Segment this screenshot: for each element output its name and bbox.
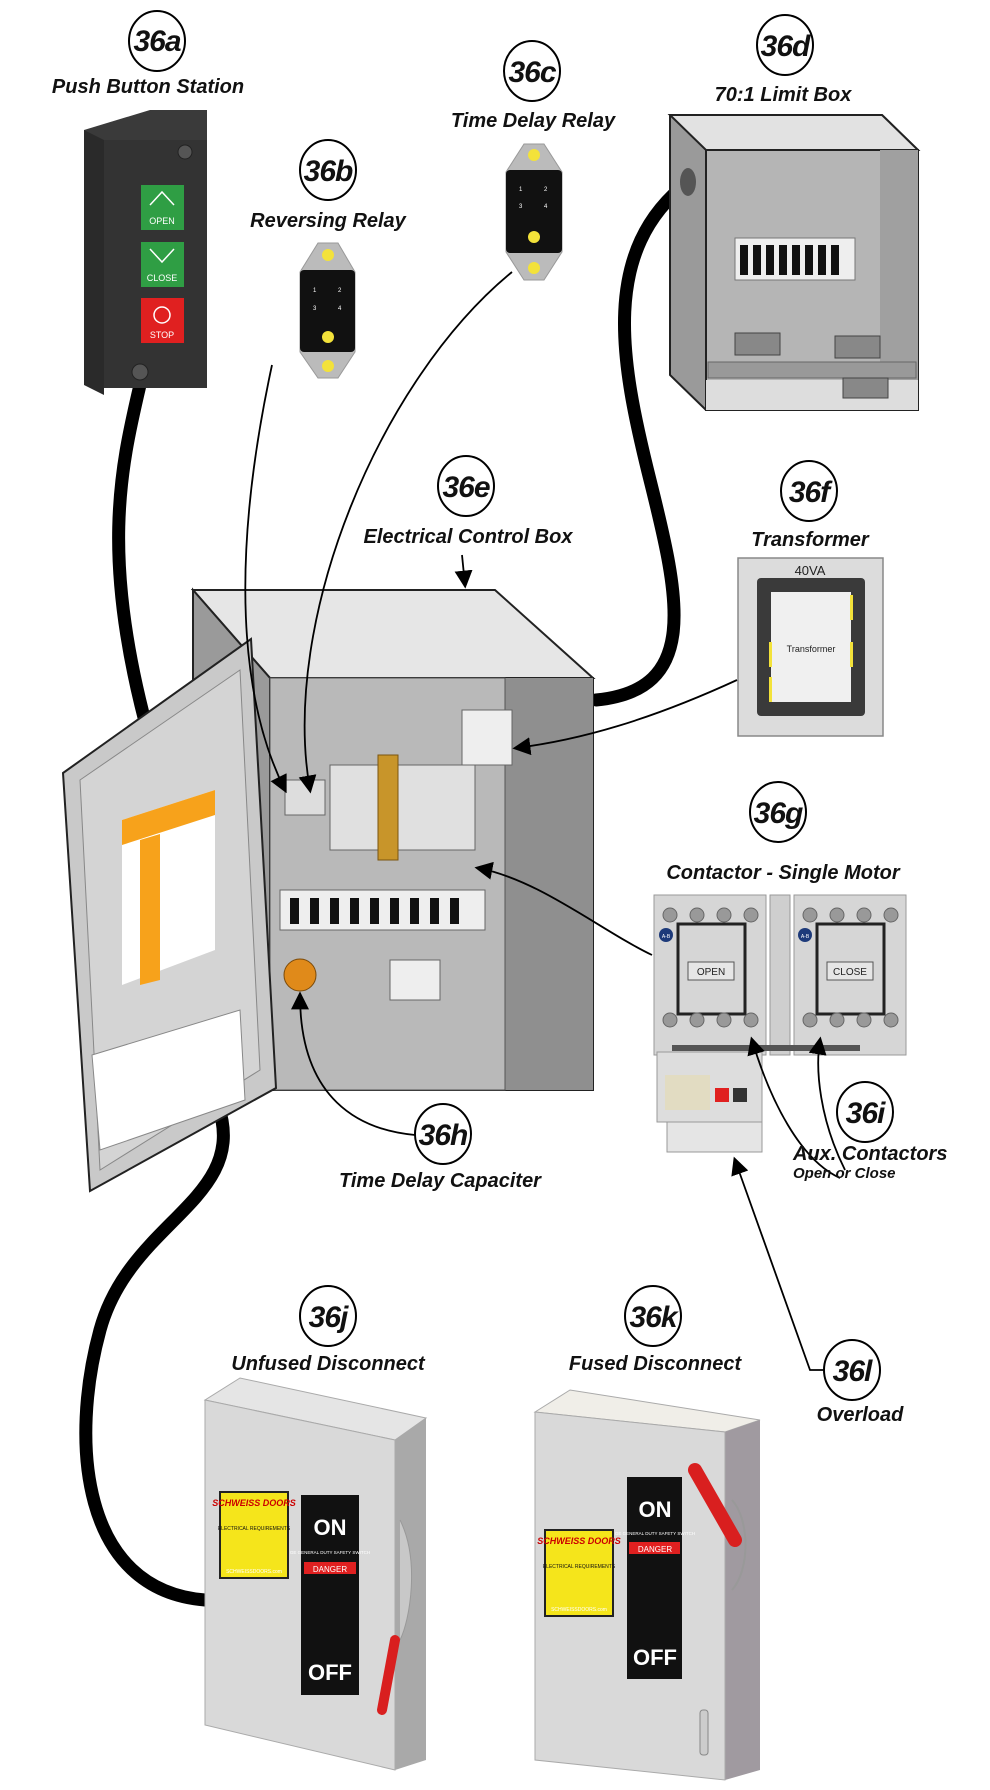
callout-title: Time Delay Relay bbox=[451, 110, 616, 132]
callout-title: Reversing Relay bbox=[250, 210, 407, 232]
ab-logo: A-B bbox=[801, 934, 810, 940]
callout-number: 36j bbox=[309, 1301, 349, 1334]
callout-36l: 36l Overload bbox=[817, 1339, 904, 1426]
pin-label: 4 bbox=[544, 204, 548, 210]
contactor-single-motor: OPEN CLOSE A-B A-B bbox=[653, 894, 907, 1153]
push-station-cable bbox=[112, 378, 157, 747]
callout-36a: 36a Push Button Station bbox=[52, 10, 244, 98]
off-label: OFF bbox=[633, 1645, 677, 1670]
open-label: OPEN bbox=[149, 216, 175, 226]
on-label: ON bbox=[314, 1515, 347, 1540]
callout-36c: 36c Time Delay Relay bbox=[451, 40, 616, 132]
pin-label: 2 bbox=[544, 187, 548, 193]
close-label: CLOSE bbox=[147, 273, 178, 283]
danger-label: DANGER bbox=[638, 1545, 672, 1554]
overload-relay bbox=[656, 1051, 763, 1153]
switch-title: GE GENERAL DUTY SAFETY SWITCH bbox=[290, 1550, 370, 1555]
callout-36k: 36k Fused Disconnect bbox=[569, 1285, 743, 1375]
off-label: OFF bbox=[308, 1660, 352, 1685]
on-label: ON bbox=[639, 1497, 672, 1522]
callout-number: 36h bbox=[419, 1119, 468, 1152]
contactor-close-label: CLOSE bbox=[833, 967, 867, 978]
open-button[interactable]: OPEN bbox=[141, 185, 184, 230]
disconnect-cable bbox=[79, 1098, 230, 1607]
website-text: SCHWEISSDOORS.com bbox=[551, 1607, 607, 1613]
stop-label: STOP bbox=[150, 330, 174, 340]
callout-number: 36k bbox=[629, 1301, 678, 1334]
transformer-rating: 40VA bbox=[795, 563, 826, 578]
callout-36e: 36e Electrical Control Box bbox=[364, 455, 574, 548]
callout-number: 36g bbox=[754, 797, 803, 830]
pin-label: 4 bbox=[338, 306, 342, 312]
callout-title: Fused Disconnect bbox=[569, 1353, 743, 1375]
switch-title: GE GENERAL DUTY SAFETY SWITCH bbox=[615, 1531, 695, 1536]
callout-title: Electrical Control Box bbox=[364, 526, 574, 548]
callout-36g: 36g Contactor - Single Motor bbox=[666, 781, 901, 884]
transformer: 40VA Transformer bbox=[737, 557, 884, 737]
callout-number: 36e bbox=[442, 471, 489, 504]
callout-title: Overload bbox=[817, 1404, 904, 1426]
contactor-open-label: OPEN bbox=[697, 967, 725, 978]
fused-disconnect: SCHWEISS DOORS ELECTRICAL REQUIREMENTS S… bbox=[533, 1389, 761, 1781]
callout-number: 36c bbox=[508, 56, 556, 89]
callout-number: 36d bbox=[761, 30, 811, 63]
callout-subtitle: Open or Close bbox=[793, 1165, 896, 1182]
website-text: SCHWEISSDOORS.com bbox=[226, 1569, 282, 1575]
schweiss-logo: SCHWEISS DOORS bbox=[537, 1536, 621, 1546]
reversing-relay: 1 2 3 4 bbox=[299, 242, 356, 379]
limit-box-cable bbox=[589, 175, 695, 707]
callout-title: Time Delay Capaciter bbox=[339, 1170, 542, 1192]
pin-label: 1 bbox=[313, 288, 317, 294]
callout-number: 36f bbox=[789, 476, 833, 509]
push-button-station: OPEN CLOSE STOP bbox=[84, 110, 207, 395]
callout-title: Transformer bbox=[751, 529, 870, 551]
electrical-control-box bbox=[61, 587, 596, 1193]
unfused-disconnect: SCHWEISS DOORS ELECTRICAL REQUIREMENTS S… bbox=[203, 1377, 428, 1771]
time-delay-relay: 1 2 3 4 bbox=[505, 143, 563, 281]
ab-logo: A-B bbox=[662, 934, 671, 940]
disconnect-handle[interactable] bbox=[688, 1463, 742, 1547]
callout-36d: 36d 70:1 Limit Box bbox=[715, 14, 853, 106]
schweiss-logo: SCHWEISS DOORS bbox=[212, 1498, 296, 1508]
transformer-label: Transformer bbox=[787, 644, 836, 654]
callout-title: Aux. Contactors bbox=[792, 1143, 947, 1165]
callout-36f: 36f Transformer bbox=[751, 460, 870, 551]
requirements-text: ELECTRICAL REQUIREMENTS bbox=[543, 1564, 616, 1570]
requirements-text: ELECTRICAL REQUIREMENTS bbox=[218, 1526, 291, 1532]
callout-36j: 36j Unfused Disconnect bbox=[231, 1285, 426, 1375]
callout-number: 36l bbox=[833, 1355, 873, 1388]
pin-label: 3 bbox=[313, 306, 317, 312]
callout-number: 36i bbox=[846, 1097, 886, 1130]
callout-36h: 36h Time Delay Capaciter bbox=[339, 1103, 542, 1192]
disconnect-handle[interactable] bbox=[377, 1635, 400, 1715]
callout-36b: 36b Reversing Relay bbox=[250, 139, 407, 232]
close-button[interactable]: CLOSE bbox=[141, 242, 184, 287]
callout-title: Unfused Disconnect bbox=[231, 1353, 426, 1375]
pin-label: 3 bbox=[519, 204, 523, 210]
pin-label: 2 bbox=[338, 288, 342, 294]
limit-box bbox=[667, 114, 921, 411]
callout-number: 36a bbox=[133, 25, 180, 58]
stop-button[interactable]: STOP bbox=[141, 298, 184, 343]
callout-title: Contactor - Single Motor bbox=[666, 862, 901, 884]
callout-number: 36b bbox=[304, 155, 353, 188]
danger-label: DANGER bbox=[313, 1565, 347, 1574]
callout-title: 70:1 Limit Box bbox=[715, 84, 853, 106]
pin-label: 1 bbox=[519, 187, 523, 193]
callout-title: Push Button Station bbox=[52, 76, 244, 98]
callout-36i: 36i Aux. Contactors Open or Close bbox=[792, 1081, 947, 1182]
